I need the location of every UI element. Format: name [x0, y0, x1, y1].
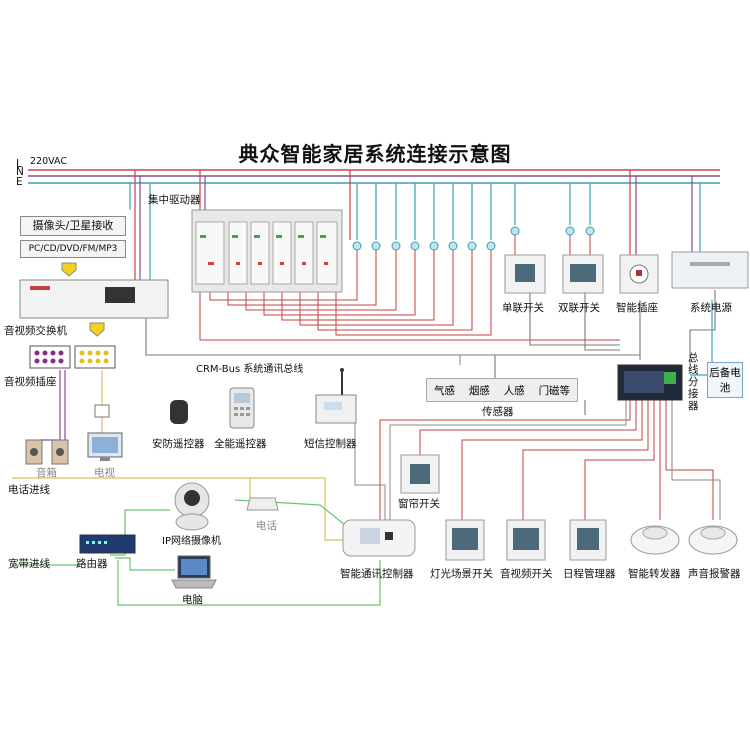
- power-drops: [129, 170, 701, 280]
- down-arrow-icon: [89, 322, 105, 337]
- line-L-label: L: [16, 158, 22, 170]
- light-scene-switch-label: 灯光场景开关: [430, 568, 493, 580]
- camera-satellite-label: 摄像头/卫星接收: [20, 216, 126, 236]
- smart-comm-controller-unit: [342, 519, 416, 557]
- smart-repeater-label: 智能转发器: [628, 568, 681, 580]
- light-scene-switch-panel: [445, 519, 485, 561]
- sensor-smoke: 烟感: [468, 384, 490, 397]
- diagram-title: 典众智能家居系统连接示意图: [238, 142, 512, 166]
- computer: [171, 555, 217, 589]
- media-sources-label: PC/CD/DVD/FM/MP3: [20, 240, 126, 258]
- av-socket-label: 音视频插座: [4, 376, 57, 388]
- smart-socket-panel: [619, 254, 659, 294]
- sensor-list: 气感 烟感 人感 门磁等: [426, 378, 578, 402]
- computer-label: 电脑: [182, 594, 203, 606]
- line-E-label: E: [16, 176, 23, 188]
- bus-splitter-label: 总线分接器: [688, 352, 699, 412]
- smart-repeater-unit: [630, 525, 680, 555]
- av-switch-panel-label: 音视频开关: [500, 568, 553, 580]
- tv: [87, 432, 123, 461]
- single-switch-label: 单联开关: [502, 302, 544, 314]
- schedule-manager-label: 日程管理器: [563, 568, 616, 580]
- smart-socket-label: 智能插座: [616, 302, 658, 314]
- lamps: [352, 226, 595, 251]
- av-socket-panels: [29, 345, 116, 369]
- universal-remote: [229, 387, 255, 429]
- speaker-label: 音箱: [36, 467, 57, 479]
- double-switch-label: 双联开关: [558, 302, 600, 314]
- bus-splitter-unit: [617, 364, 683, 401]
- sms-controller: [315, 368, 357, 424]
- double-switch-panel: [562, 254, 604, 294]
- voltage-label: 220VAC: [30, 156, 67, 167]
- av-switch-label: 音视频交换机: [4, 325, 67, 337]
- system-power-label: 系统电源: [690, 302, 732, 314]
- wall-plate: [94, 404, 110, 418]
- curtain-switch-panel: [400, 454, 440, 494]
- smart-comm-controller-label: 智能通讯控制器: [340, 568, 414, 580]
- broadband-label: 宽带进线: [8, 558, 50, 570]
- phone: [246, 497, 279, 511]
- power-lines: [28, 169, 720, 184]
- system-power-unit: [671, 251, 749, 289]
- tv-label: 电视: [94, 467, 115, 479]
- down-arrow-icon: [61, 262, 77, 277]
- splitter-wires: [379, 400, 714, 520]
- ip-camera-label: IP网络摄像机: [162, 536, 221, 547]
- curtain-switch-label: 窗帘开关: [398, 498, 440, 510]
- sound-alarm-label: 声音报警器: [688, 568, 741, 580]
- router: [79, 534, 136, 554]
- av-switch-unit: [19, 279, 169, 319]
- sensor-motion: 人感: [503, 384, 525, 397]
- central-driver-label: 集中驱动器: [148, 194, 201, 206]
- lamp-drops: [356, 183, 591, 240]
- universal-remote-label: 全能遥控器: [214, 438, 267, 450]
- sensor-door: 门磁等: [538, 384, 571, 397]
- sms-controller-label: 短信控制器: [304, 438, 357, 450]
- security-remote-label: 安防遥控器: [152, 438, 205, 450]
- driver-wires: [199, 235, 620, 341]
- bus-label: CRM-Bus 系统通讯总线: [196, 364, 304, 375]
- router-label: 路由器: [76, 558, 108, 570]
- sound-alarm-unit: [688, 525, 738, 555]
- splitter-wires-gray: [389, 355, 721, 520]
- sensor-gas: 气感: [433, 384, 455, 397]
- line-N-label: N: [16, 166, 24, 178]
- single-switch-panel: [504, 254, 546, 294]
- sms-wire: [354, 420, 386, 520]
- sensors-title: 传感器: [482, 406, 514, 418]
- av-switch-panel-unit: [506, 519, 546, 561]
- backup-battery-label: 后备电池: [707, 362, 743, 398]
- central-driver: [191, 209, 343, 293]
- phone-line-label: 电话进线: [8, 484, 50, 496]
- ip-camera: [174, 482, 210, 531]
- speakers: [25, 439, 69, 465]
- schedule-manager-unit: [569, 519, 607, 561]
- security-remote: [170, 400, 188, 424]
- phone-label: 电话: [256, 520, 277, 532]
